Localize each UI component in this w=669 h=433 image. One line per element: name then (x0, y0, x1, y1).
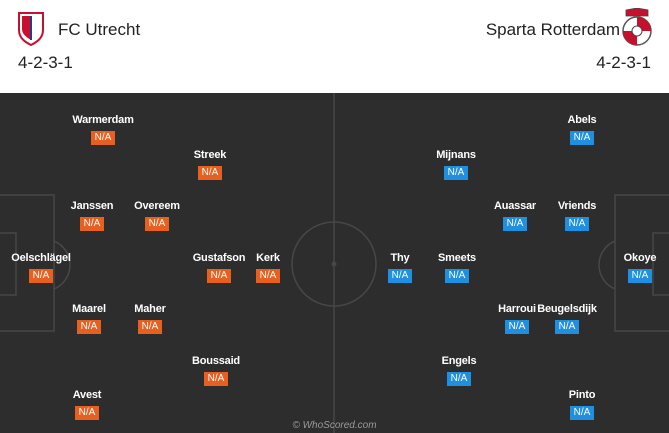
player-name: Warmerdam (72, 114, 134, 126)
player-maarel[interactable]: Maarel N/A (49, 303, 129, 334)
home-team-formation: 4-2-3-1 (18, 53, 73, 72)
player-name: Maarel (72, 303, 106, 315)
player-rating-badge: N/A (207, 269, 231, 283)
player-name: Abels (567, 114, 597, 126)
player-name: Kerk (256, 252, 280, 264)
player-harroui[interactable]: Harroui N/A (477, 303, 557, 334)
player-name: Harroui (498, 303, 536, 315)
player-name: Gustafson (192, 252, 246, 264)
player-rating-badge: N/A (505, 320, 529, 334)
player-beugelsdijk[interactable]: Beugelsdijk N/A (527, 303, 607, 334)
player-overeem[interactable]: Overeem N/A (117, 200, 197, 231)
player-rating-badge: N/A (77, 320, 101, 334)
away-team-formation: 4-2-3-1 (596, 53, 651, 72)
match-header: FC Utrecht 4-2-3-1 Sparta Rotterdam 4-2-… (0, 0, 669, 92)
player-name: Avest (72, 389, 102, 401)
player-avest[interactable]: Avest N/A (47, 389, 127, 420)
player-okoye[interactable]: Okoye N/A (600, 252, 669, 283)
fc-utrecht-crest-icon (18, 12, 44, 46)
player-abels[interactable]: Abels N/A (542, 114, 622, 145)
player-name: Thy (390, 252, 410, 264)
player-name: Beugelsdijk (537, 303, 597, 315)
player-rating-badge: N/A (388, 269, 412, 283)
player-rating-badge: N/A (555, 320, 579, 334)
player-rating-badge: N/A (628, 269, 652, 283)
player-oelschlagel[interactable]: Oelschlägel N/A (1, 252, 81, 283)
player-engels[interactable]: Engels N/A (419, 355, 499, 386)
player-auassar[interactable]: Auassar N/A (475, 200, 555, 231)
player-maher[interactable]: Maher N/A (110, 303, 190, 334)
watermark: © WhoScored.com (292, 420, 377, 431)
player-name: Streek (193, 149, 227, 161)
player-name: Maher (134, 303, 166, 315)
player-rating-badge: N/A (445, 269, 469, 283)
player-name: Overeem (134, 200, 180, 212)
player-streek[interactable]: Streek N/A (170, 149, 250, 180)
player-rating-badge: N/A (91, 131, 115, 145)
player-rating-badge: N/A (565, 217, 589, 231)
player-rating-badge: N/A (198, 166, 222, 180)
player-name: Okoye (623, 252, 657, 264)
pitch: Warmerdam N/A Streek N/A Janssen N/A Ove… (0, 93, 669, 433)
player-thy[interactable]: Thy N/A (360, 252, 440, 283)
player-name: Oelschlägel (11, 252, 71, 264)
player-gustafson[interactable]: Gustafson N/A (179, 252, 259, 283)
player-janssen[interactable]: Janssen N/A (52, 200, 132, 231)
player-rating-badge: N/A (29, 269, 53, 283)
player-name: Vriends (557, 200, 597, 212)
player-rating-badge: N/A (80, 217, 104, 231)
player-kerk[interactable]: Kerk N/A (228, 252, 308, 283)
player-rating-badge: N/A (204, 372, 228, 386)
player-name: Engels (441, 355, 477, 367)
pitch-markings (0, 93, 669, 433)
player-boussaid[interactable]: Boussaid N/A (176, 355, 256, 386)
player-rating-badge: N/A (75, 406, 99, 420)
player-rating-badge: N/A (145, 217, 169, 231)
player-rating-badge: N/A (138, 320, 162, 334)
player-rating-badge: N/A (444, 166, 468, 180)
player-mijnans[interactable]: Mijnans N/A (416, 149, 496, 180)
sparta-rotterdam-crest-icon (622, 8, 652, 46)
player-rating-badge: N/A (570, 406, 594, 420)
player-warmerdam[interactable]: Warmerdam N/A (63, 114, 143, 145)
player-vriends[interactable]: Vriends N/A (537, 200, 617, 231)
player-name: Auassar (493, 200, 536, 212)
player-rating-badge: N/A (256, 269, 280, 283)
away-team-name[interactable]: Sparta Rotterdam (485, 20, 620, 39)
player-name: Mijnans (436, 149, 476, 161)
player-rating-badge: N/A (570, 131, 594, 145)
player-smeets[interactable]: Smeets N/A (417, 252, 497, 283)
player-name: Boussaid (192, 355, 240, 367)
player-name: Smeets (438, 252, 476, 264)
player-rating-badge: N/A (503, 217, 527, 231)
player-name: Janssen (70, 200, 114, 212)
home-team-name[interactable]: FC Utrecht (58, 20, 141, 39)
player-name: Pinto (568, 389, 596, 401)
player-pinto[interactable]: Pinto N/A (542, 389, 622, 420)
player-rating-badge: N/A (447, 372, 471, 386)
